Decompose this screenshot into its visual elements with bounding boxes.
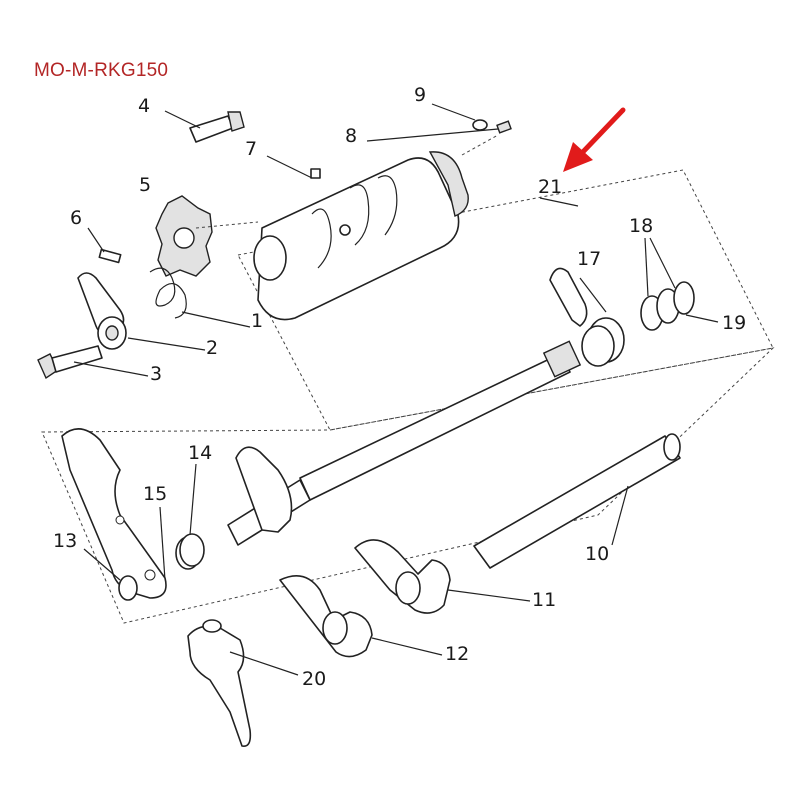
- callout-14: 14: [188, 442, 212, 464]
- callout-17: 17: [577, 248, 601, 270]
- part-4-bolt: [164, 110, 245, 143]
- callout-7: 7: [245, 138, 257, 160]
- part-5-star-cam: [155, 195, 259, 277]
- callout-12: 12: [445, 643, 469, 665]
- callout-3: 3: [150, 363, 162, 385]
- callout-1: 1: [251, 310, 263, 332]
- part-18-washers: [640, 237, 695, 331]
- assembly-21-lower-box: [41, 347, 775, 624]
- part-17-spring: [549, 267, 625, 367]
- callout-20: 20: [302, 668, 326, 690]
- part-9-pin: [431, 103, 488, 131]
- part-13-washer: [83, 548, 138, 601]
- part-20-shift-fork: [187, 619, 299, 747]
- callout-5: 5: [139, 174, 151, 196]
- part-1-spring: [149, 267, 251, 328]
- part-8-screw: [366, 120, 512, 156]
- arrow-icon: [563, 107, 626, 172]
- callout-13: 13: [53, 530, 77, 552]
- callout-15: 15: [143, 483, 167, 505]
- callout-4: 4: [138, 95, 150, 117]
- model-code: MO-M-RKG150: [34, 60, 169, 81]
- part-10-fork-shaft: [473, 433, 681, 569]
- callout-10: 10: [585, 543, 609, 565]
- part-3-bolt: [37, 345, 149, 380]
- callout-2: 2: [206, 337, 218, 359]
- callout-21: 21: [538, 176, 562, 198]
- part-11-shift-fork: [354, 539, 531, 614]
- part-21-leader: [539, 197, 579, 207]
- callout-18: 18: [629, 215, 653, 237]
- part-19-circlip: [685, 314, 719, 323]
- part-2-stopper-arm: [77, 272, 206, 351]
- callout-11: 11: [532, 589, 556, 611]
- part-6-dowel-pin: [87, 227, 122, 264]
- assembly-21-upper-box: [237, 169, 774, 431]
- part-12-shift-fork: [279, 574, 443, 658]
- part-15-collar: [159, 506, 166, 581]
- part-7-shift-drum: [253, 151, 469, 321]
- part-21-shift-lever: [61, 428, 167, 599]
- callout-8: 8: [345, 125, 357, 147]
- callout-6: 6: [70, 207, 82, 229]
- callout-19: 19: [722, 312, 746, 334]
- part-14-spring: [175, 463, 205, 570]
- callout-9: 9: [414, 84, 426, 106]
- part-21-shaft-arm: [235, 446, 293, 533]
